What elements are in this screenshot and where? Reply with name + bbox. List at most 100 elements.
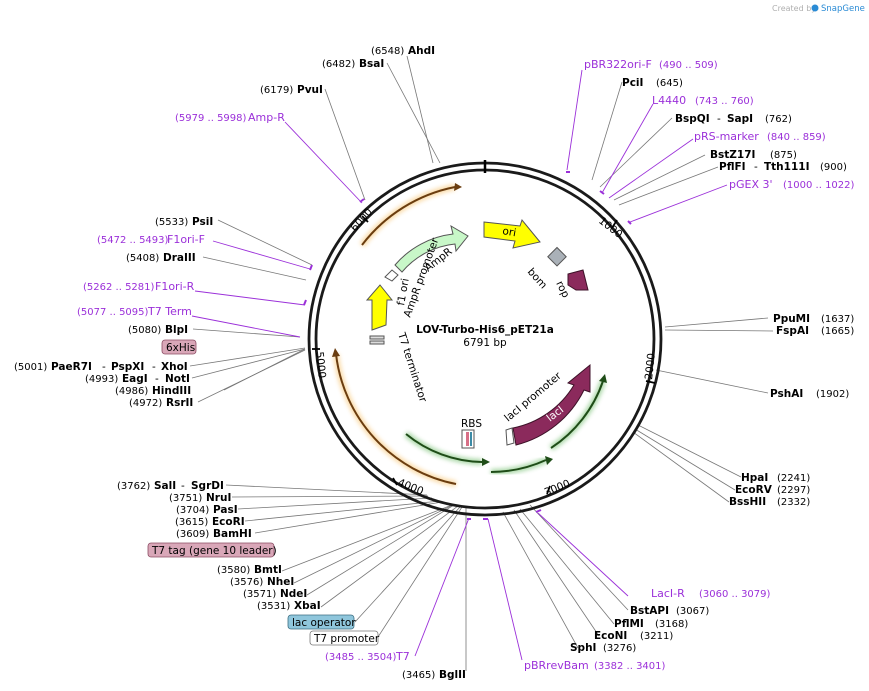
fspai-position: (1665)	[821, 326, 854, 337]
sphi-label: SphI	[570, 642, 596, 654]
ori-feature	[483, 218, 541, 249]
t7-primer-name: T7	[395, 650, 410, 663]
svg-text:-: -	[155, 373, 159, 385]
draiii-label: DraIII	[163, 252, 196, 264]
hindiii-label: HindIII	[152, 385, 191, 397]
rbs-label: RBS	[461, 418, 482, 430]
ppumi-position: (1637)	[821, 314, 854, 325]
ampr-primer-range: (5979 .. 5998)	[175, 113, 247, 124]
bglii-label: BglII	[439, 669, 466, 681]
sali-label: SalI	[154, 480, 176, 492]
ecorv-position: (2297)	[777, 485, 810, 496]
bstapi-position: (3067)	[676, 606, 709, 617]
pflfi-label: PflFI	[719, 161, 746, 173]
econi-label: EcoNI	[594, 630, 627, 642]
top-site-labels: (6548) AhdI (6482) BsaI (6179) PvuI (597…	[175, 45, 855, 191]
bom-feature	[547, 246, 567, 267]
bom-label: bom	[525, 266, 550, 291]
pcii-label: PciI	[622, 77, 643, 89]
left-site-labels: (5533) PsiI (5472 .. 5493) F1ori-F (5408…	[14, 216, 213, 409]
eagi-label: EagI	[122, 373, 148, 385]
bamhi-label: BamHI	[213, 528, 252, 540]
psii-label: PsiI	[192, 216, 213, 228]
xhoi-label: XhoI	[161, 361, 188, 373]
snapgene-logo-icon	[811, 4, 819, 12]
tth111i-label: Tth111I	[764, 161, 809, 173]
pvui-position: (6179)	[260, 85, 293, 96]
laci-promoter-feature	[505, 427, 515, 446]
f1orif-primer-range: (5472 .. 5493)	[97, 235, 169, 246]
f1-ori-label: f1 ori	[395, 277, 412, 306]
f1orir-primer-name: F1ori-R	[155, 280, 195, 293]
pgex3-primer-name: pGEX 3'	[729, 178, 773, 191]
t7tag-box	[147, 542, 275, 558]
backbone	[307, 160, 663, 517]
bsai-position: (6482)	[322, 59, 355, 70]
t7tag-label: T7 tag (gene 10 leader)	[151, 545, 277, 557]
bspqi-position: (762)	[765, 114, 792, 125]
hindiii-position: (4986)	[115, 386, 148, 397]
econi-position: (3211)	[640, 631, 673, 642]
prsmarker-primer-name: pRS-marker	[694, 130, 759, 143]
fspai-label: FspAI	[776, 325, 809, 337]
pasi-position: (3704)	[176, 505, 209, 516]
blpi-position: (5080)	[128, 325, 161, 336]
ori-label: ori	[501, 225, 517, 239]
svg-text:-: -	[717, 113, 721, 125]
bmti-position: (3580)	[217, 565, 250, 576]
primer-markers	[303, 171, 632, 520]
bmti-label: BmtI	[254, 564, 282, 576]
ndei-position: (3571)	[243, 589, 276, 600]
tick-labels: 1000 2000 3000 4000 5000 6000	[313, 206, 658, 499]
plasmid-name: LOV-Turbo-His6_pET21a	[416, 324, 554, 336]
bottom-left-labels: (3762) SalI - SgrDI (3751) NruI (3704) P…	[117, 480, 466, 681]
pcii-position: (645)	[656, 78, 683, 89]
bstapi-label: BstAPI	[630, 605, 669, 617]
t7-promoter-box	[309, 630, 379, 646]
svg-text:-: -	[754, 161, 758, 173]
pspxi-label: PspXI	[111, 361, 144, 373]
f1-ori-feature	[365, 284, 394, 331]
ampr-promoter-feature	[384, 269, 399, 282]
pflmi-label: PflMI	[614, 618, 644, 630]
ecorv-label: EcoRV	[735, 484, 773, 496]
his6-box	[161, 339, 197, 355]
pbrrevbam-primer-name: pBRrevBam	[524, 659, 589, 672]
rop-feature	[567, 269, 589, 291]
hpai-position: (2241)	[777, 473, 810, 484]
ecori-label: EcoRI	[212, 516, 245, 528]
pbrrevbam-primer-range: (3382 .. 3401)	[594, 661, 666, 672]
ahdi-label: AhdI	[408, 45, 435, 57]
rsrii-label: RsrII	[166, 397, 193, 409]
bamhi-position: (3609)	[176, 529, 209, 540]
psii-position: (5533)	[155, 217, 188, 228]
pbr322ori-primer-name: pBR322ori-F	[584, 58, 652, 71]
primer-leaders	[191, 69, 728, 661]
plasmid-length: 6791 bp	[463, 337, 507, 349]
ndei-label: NdeI	[280, 588, 307, 600]
ampr-feature	[394, 224, 469, 273]
nhei-label: NheI	[267, 576, 294, 588]
bsai-label: BsaI	[359, 58, 384, 70]
pasi-label: PasI	[213, 504, 238, 516]
t7-terminator-feature	[369, 335, 385, 345]
f1orif-primer-name: F1ori-F	[167, 233, 205, 246]
bstz17i-label: BstZ17I	[710, 149, 755, 161]
lacir-primer-range: (3060 .. 3079)	[699, 589, 771, 600]
xbai-position: (3531)	[257, 601, 290, 612]
t7term-primer-range: (5077 .. 5095)	[77, 307, 149, 318]
sphi-position: (3276)	[603, 643, 636, 654]
sali-position: (3762)	[117, 481, 150, 492]
tick-5000: 5000	[313, 351, 328, 379]
hpai-label: HpaI	[741, 472, 768, 484]
prsmarker-primer-range: (840 .. 859)	[767, 132, 826, 143]
draiii-position: (5408)	[126, 253, 159, 264]
eagi-position: (4993)	[85, 374, 118, 385]
his6-label: 6xHis	[166, 342, 195, 354]
laci-feature	[512, 363, 591, 446]
t7-primer-range: (3485 .. 3504)	[325, 652, 397, 663]
t7term-primer-name: T7 Term	[147, 305, 192, 318]
snapgene-watermark: Created by SnapGene	[772, 4, 865, 14]
pflfi-position: (900)	[820, 162, 847, 173]
noti-label: NotI	[165, 373, 190, 385]
